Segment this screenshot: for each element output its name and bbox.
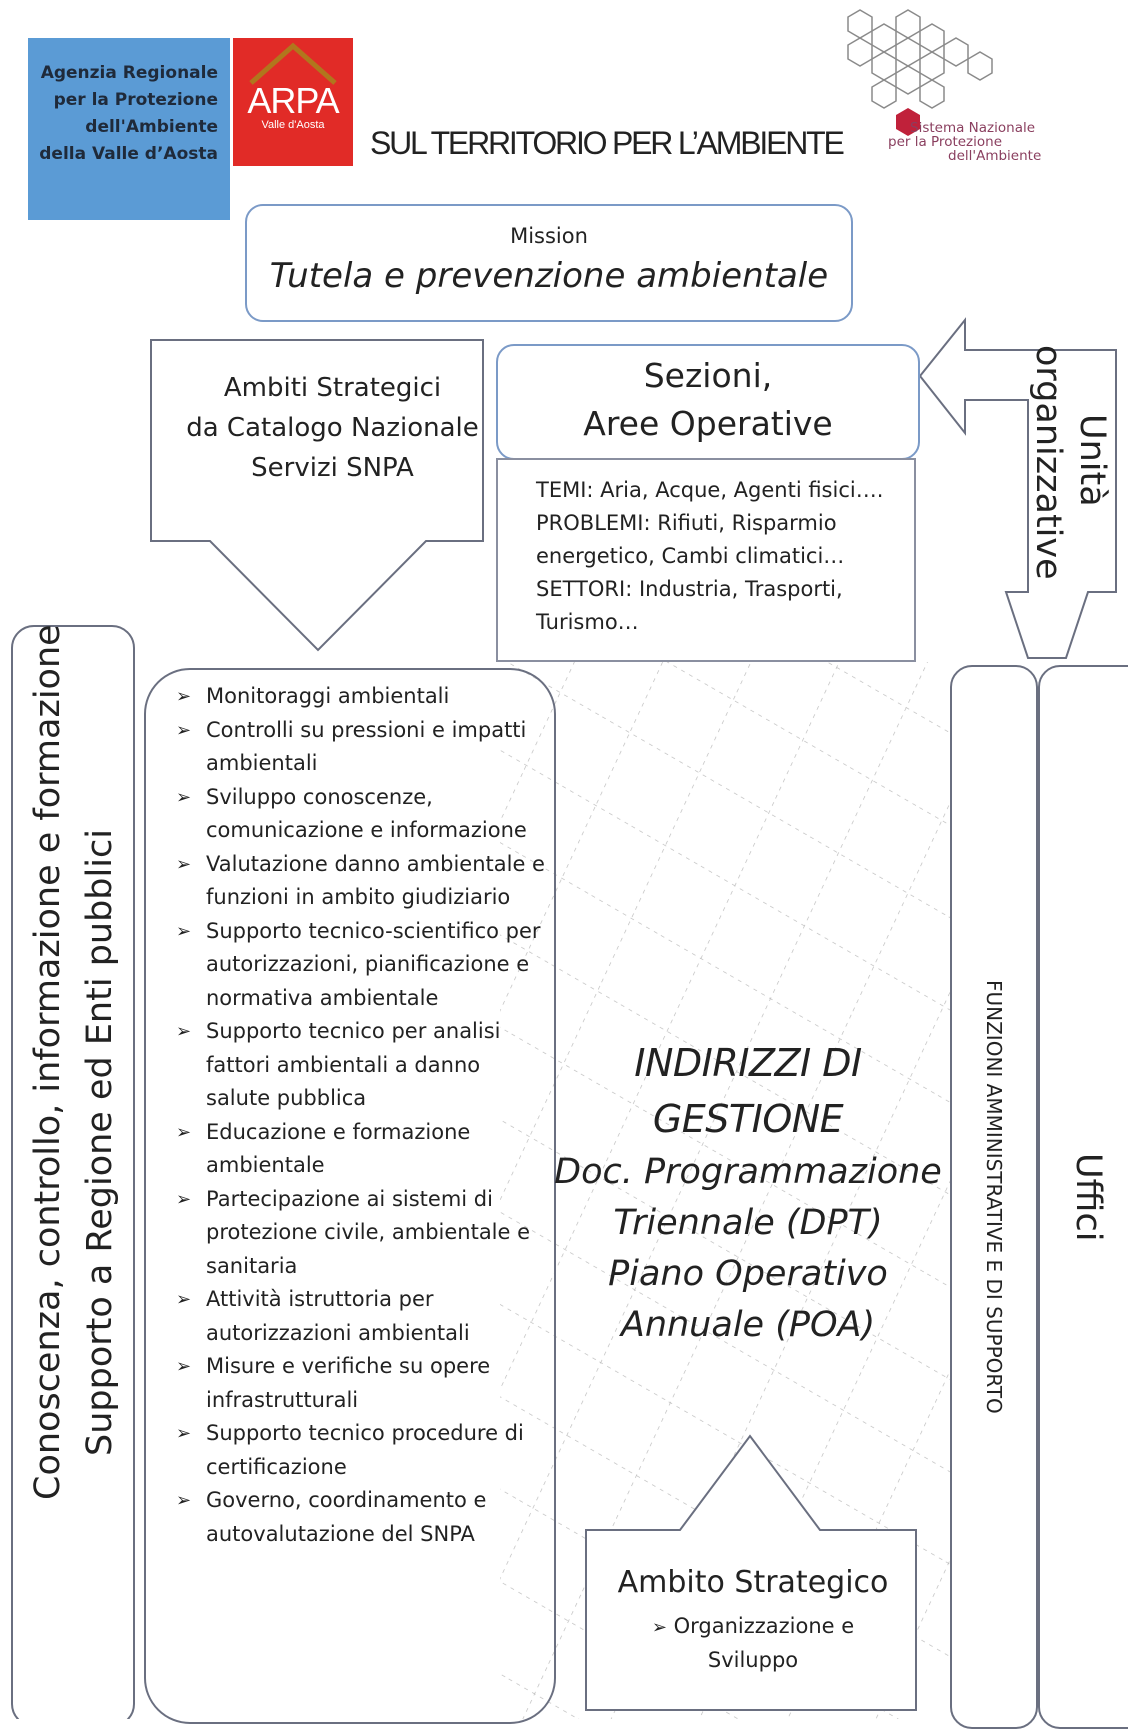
arrow-bullet-icon: ➢ — [176, 686, 192, 707]
service-item-text: Supporto tecnico-scientifico per autoriz… — [206, 918, 541, 1010]
funzioni-label: FUNZIONI AMMINISTRATIVE E DI SUPPORTO — [982, 980, 1006, 1414]
arrow-bullet-icon: ➢ — [176, 719, 192, 741]
service-item-text: Educazione e formazione ambientale — [206, 1119, 471, 1178]
mountain-icon — [249, 42, 337, 85]
agency-name-box: Agenzia Regionale per la Protezione dell… — [28, 38, 230, 220]
unita-organizzative-label: Unità organizzative — [1022, 345, 1114, 580]
ambito-strategico-item: ➢ Organizzazione e Sviluppo — [588, 1610, 918, 1677]
temi-line: TEMI: Aria, Acque, Agenti fisici…. — [536, 478, 884, 502]
logo-subtitle: Valle d'Aosta — [261, 119, 325, 131]
snpa-hexagon-logo — [847, 9, 993, 109]
snpa-name: Sistema Nazionale per la Protezione dell… — [888, 121, 1103, 163]
unita-line: organizzative — [1028, 345, 1068, 580]
uffici-label: Uffici — [1068, 1152, 1108, 1242]
service-item-text: Misure e verifiche su opere infrastruttu… — [206, 1354, 491, 1412]
indirizzi-line: Triennale (DPT) — [613, 1203, 883, 1243]
service-item-text: Partecipazione ai sistemi di protezione … — [206, 1186, 531, 1278]
sezioni-line: Aree Operative — [583, 404, 833, 443]
snpa-line: dell'Ambiente — [948, 148, 1042, 164]
mission-label: Mission — [510, 224, 588, 248]
agency-name: Agenzia Regionale per la Protezione dell… — [39, 60, 218, 168]
indirizzi-title-line: GESTIONE — [652, 1097, 844, 1141]
unita-line: Unità — [1072, 413, 1112, 507]
left-vertical-box — [11, 625, 135, 1719]
agency-line: della Valle d’Aosta — [39, 144, 218, 164]
agency-line: Agenzia Regionale — [40, 63, 218, 83]
service-item: ➢ Supporto tecnico-scientifico per autori… — [176, 915, 546, 1016]
arrow-bullet-icon: ➢ — [176, 1289, 192, 1310]
service-item-text: Controlli su pressioni e impatti ambient… — [206, 717, 527, 776]
temi-line: Turismo… — [536, 610, 639, 634]
service-item: ➢ Misure e verifiche su opere infrastrutt… — [176, 1350, 546, 1417]
service-item: ➢ Valutazione danno ambientale e funzioni… — [176, 848, 546, 915]
arrow-bullet-icon: ➢ — [176, 786, 192, 808]
logo-word: ARPA — [247, 80, 339, 121]
service-item: ➢ Supporto tecnico per analisi fattori am… — [176, 1015, 546, 1116]
service-item-text: Attività istruttoria per autorizzazioni … — [206, 1287, 470, 1345]
service-item: ➢ Governo, coordinamento e autovalutazion… — [176, 1484, 546, 1551]
indirizzi-line: Doc. Programmazione — [554, 1152, 942, 1192]
service-item: ➢ Monitoraggi ambientali — [176, 680, 546, 714]
left-vertical-line: Conoscenza, controllo, informazione e fo… — [28, 624, 68, 1500]
ambiti-line: da Catalogo Nazionale — [186, 413, 479, 443]
agency-line: dell'Ambiente — [85, 117, 218, 137]
temi-box: TEMI: Aria, Acque, Agenti fisici…. PROBL… — [496, 458, 916, 662]
ambito-item-line: Organizzazione e — [673, 1614, 855, 1638]
uffici-box: Uffici — [1038, 665, 1128, 1729]
arrow-bullet-icon: ➢ — [176, 1356, 192, 1377]
indirizzi-line: Piano Operativo — [608, 1254, 888, 1294]
ambito-strategico-title: Ambito Strategico — [617, 1565, 889, 1600]
arrow-bullet-icon: ➢ — [176, 1423, 192, 1444]
ambiti-line: Servizi SNPA — [251, 453, 414, 483]
service-item-text: Monitoraggi ambientali — [206, 684, 450, 708]
service-item-text: Sviluppo conoscenze, comunicazione e inf… — [206, 784, 527, 843]
arrow-bullet-icon: ➢ — [176, 1121, 192, 1143]
temi-line: PROBLEMI: Rifiuti, Risparmio — [536, 511, 837, 535]
services-list: ➢ Monitoraggi ambientali ➢ Controlli su pre… — [176, 680, 546, 1551]
slogan: SUL TERRITORIO PER L’AMBIENTE — [370, 125, 845, 161]
service-item: ➢ Attività istruttoria per autorizzazioni… — [176, 1283, 546, 1350]
ambito-strategico-box: Ambito Strategico ➢ Organizzazione e Svi… — [588, 1565, 918, 1677]
temi-line: energetico, Cambi climatici… — [536, 544, 845, 568]
service-item-text: Valutazione danno ambientale e funzioni … — [206, 851, 545, 910]
service-item: ➢ Supporto tecnico procedure di certifica… — [176, 1417, 546, 1484]
snpa-line: per la Protezione — [888, 134, 1003, 150]
service-item-text: Supporto tecnico procedure di certificaz… — [206, 1421, 524, 1479]
service-item-text: Supporto tecnico per analisi fattori amb… — [206, 1019, 501, 1110]
indirizzi-line: Annuale (POA) — [620, 1305, 876, 1345]
services-list-box: ➢ Monitoraggi ambientali ➢ Controlli su pre… — [144, 668, 556, 1724]
arrow-bullet-icon: ➢ — [176, 920, 192, 942]
unita-organizzative-arrow — [918, 317, 1117, 659]
arrow-bullet-icon: ➢ — [176, 853, 192, 875]
left-vertical-line: Supporto a Regione ed Enti pubblici — [80, 829, 120, 1456]
sezioni-box: Sezioni, Aree Operative — [496, 344, 920, 460]
snpa-logo-red-hexagon — [896, 108, 920, 136]
ambiti-strategici-text: Ambiti Strategici da Catalogo Nazionale … — [165, 368, 500, 488]
snpa-line: Sistema Nazionale — [910, 120, 1036, 136]
left-vertical-label: Conoscenza, controllo, informazione e fo… — [22, 624, 120, 1501]
arrow-bullet-icon: ➢ — [651, 1617, 667, 1638]
arrow-bullet-icon: ➢ — [176, 1490, 192, 1511]
service-item: ➢ Partecipazione ai sistemi di protezione… — [176, 1183, 546, 1284]
service-item-text: Governo, coordinamento e autovalutazione… — [206, 1488, 487, 1546]
agency-line: per la Protezione — [53, 90, 218, 110]
indirizzi-title-line: INDIRIZZI DI — [634, 1041, 862, 1085]
indirizzi-di-gestione: INDIRIZZI DI GESTIONE Doc. Programmazion… — [548, 1035, 948, 1351]
mission-box: Mission Tutela e prevenzione ambientale — [245, 204, 853, 322]
service-item: ➢ Sviluppo conoscenze, comunicazione e in… — [176, 781, 546, 848]
ambiti-line: Ambiti Strategici — [223, 373, 442, 403]
arrow-bullet-icon: ➢ — [176, 1188, 192, 1210]
ambiti-down-arrow — [150, 339, 484, 652]
mission-text: Tutela e prevenzione ambientale — [269, 256, 829, 296]
service-item: ➢ Controlli su pressioni e impatti ambien… — [176, 714, 546, 781]
arpa-logo: ARPA Valle d'Aosta — [233, 38, 353, 166]
temi-line: SETTORI: Industria, Trasporti, — [536, 577, 843, 601]
ambito-item-line: Sviluppo — [707, 1648, 799, 1672]
sezioni-line: Sezioni, — [643, 356, 773, 395]
ambito-strategico-up-arrow — [585, 1434, 917, 1711]
arrow-bullet-icon: ➢ — [176, 1021, 192, 1042]
funzioni-box: FUNZIONI AMMINISTRATIVE E DI SUPPORTO — [950, 665, 1038, 1729]
service-item: ➢ Educazione e formazione ambientale — [176, 1116, 546, 1183]
